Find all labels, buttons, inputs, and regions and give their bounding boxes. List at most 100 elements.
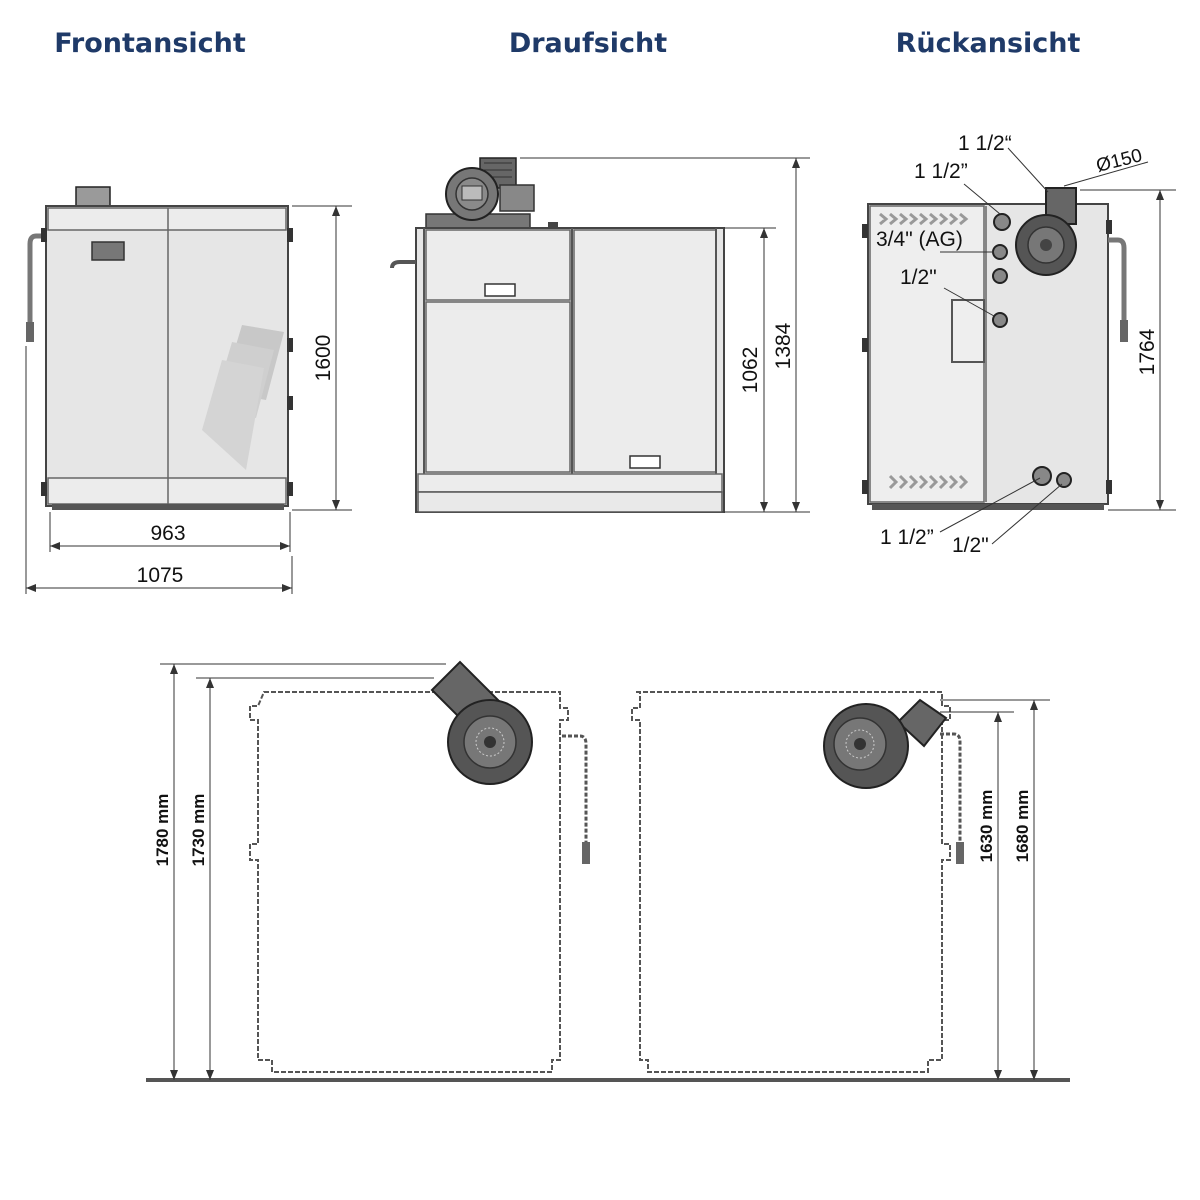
left-pipe-end [582,842,590,864]
installation-left: 1780 mm 1730 mm [153,660,590,1080]
front-handle-grip [26,322,34,342]
front-bottom-strip [47,477,287,505]
dim-text-1730mm: 1730 mm [189,794,208,867]
back-inspection-cover [951,299,985,363]
dim-arrow [26,584,36,592]
front-flue-stub [75,186,111,208]
top-right-panel [573,229,717,473]
right-pipe-end [956,842,964,864]
right-pipe [940,732,962,860]
dim-arrow [760,502,768,512]
top-plinth [417,491,723,513]
top-view: 1062 1384 [390,157,810,513]
dim-arrow [1030,700,1038,710]
leader-line [1063,161,1149,187]
back-label-conn-mid-1: 3/4" (AG) [876,228,963,251]
right-boiler-outline [631,691,951,1073]
installation-right: 1630 mm 1680 mm [631,691,1050,1080]
heading-front-view: Frontansicht [54,28,246,59]
top-handle-lower [629,455,661,469]
top-lever [390,260,416,269]
dim-arrow [50,542,60,550]
right-fan-hub [854,738,866,750]
leader-line [1007,147,1049,193]
top-fan-label [461,185,483,201]
back-connection [1032,466,1052,486]
back-label-conn-bottom-2: 1/2" [952,534,989,557]
back-label-conn-top-1: 1 1/2“ [958,132,1012,155]
dim-arrow [206,1070,214,1080]
back-hinge [1106,220,1112,234]
back-plinth [872,504,1104,510]
dim-arrow [792,158,800,168]
dim-text-963: 963 [150,522,185,545]
top-lower-left-panel [425,301,571,473]
back-connection [992,244,1008,260]
leader-line [939,477,1041,533]
back-label-flue-diameter: Ø150 [1094,145,1144,177]
back-label-conn-mid-2: 1/2" [900,266,937,289]
dim-arrow [994,712,1002,722]
right-fan-blades [845,729,875,759]
dim-arrow [170,664,178,674]
back-connection [992,312,1008,328]
back-handle-grip [1120,320,1128,342]
front-logo-stripe-3 [202,360,264,470]
front-hinge [287,338,293,352]
back-hinge [1106,480,1112,494]
back-hinge [862,480,868,494]
front-top-strip [47,207,287,231]
front-hinge [287,228,293,242]
front-hinge [287,396,293,410]
heading-top-view: Draufsicht [509,28,667,59]
dim-text-1780mm: 1780 mm [153,794,172,867]
back-hinge [862,224,868,238]
dim-arrow [1030,1070,1038,1080]
dim-arrow [994,1070,1002,1080]
front-handle [27,233,46,340]
left-pipe [562,734,588,860]
left-boiler-outline [249,691,569,1073]
back-connection [1056,472,1072,488]
top-bottom-band [417,473,723,493]
back-label-conn-bottom-1: 1 1/2” [880,526,934,549]
dim-text-1630mm: 1630 mm [977,790,996,863]
dim-text-1384: 1384 [772,322,795,369]
left-fan-blades [475,727,505,757]
back-label-conn-top-2: 1 1/2” [914,160,968,183]
front-hinge [41,228,47,242]
back-view: 1 1/2“ 1 1/2” Ø150 3/4" (AG) 1/2" 1 1/2”… [862,132,1176,557]
back-handle [1108,237,1127,340]
dim-text-1764: 1764 [1136,328,1159,375]
dim-text-1062: 1062 [739,347,762,394]
dim-text-1680mm: 1680 mm [1013,790,1032,863]
back-connection [993,213,1011,231]
dim-arrow [282,584,292,592]
dim-arrow [170,1070,178,1080]
dim-arrow [792,502,800,512]
back-connection [992,268,1008,284]
heading-back-view: Rückansicht [896,28,1081,59]
dim-arrow [280,542,290,550]
dim-arrow [1156,190,1164,200]
back-vent-bottom [888,474,969,490]
back-fan-hub [1040,239,1052,251]
dim-arrow [332,206,340,216]
dim-text-1600: 1600 [312,335,335,382]
dim-arrow [206,678,214,688]
leader-line [991,483,1063,545]
front-plinth [52,504,284,510]
front-hinge [41,482,47,496]
leader-line [963,183,1001,215]
back-vent-top [879,212,969,226]
top-small-stub [548,222,558,230]
top-handle-upper [484,283,516,297]
dim-arrow [332,500,340,510]
right-fan-outlet [896,698,948,748]
leader-line [943,287,995,317]
dim-arrow [1156,500,1164,510]
top-motor-box [499,184,535,212]
front-view: 1600 963 1075 [25,186,352,594]
front-hinge [287,482,293,496]
